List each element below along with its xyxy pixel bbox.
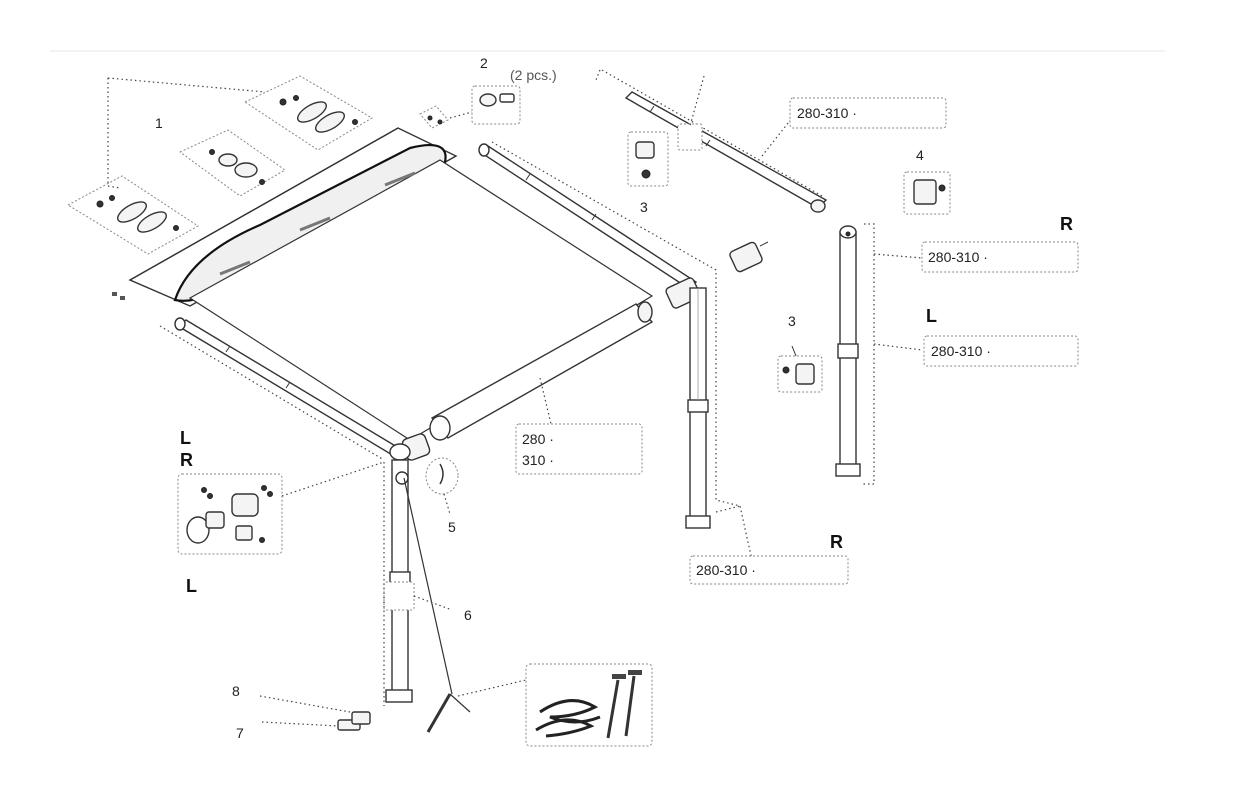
end-plug-icon [635,141,655,159]
leader-1 [107,77,266,93]
front-left-leg: 6 [383,433,472,706]
callout-3-upper: 3 [640,199,648,215]
bracket-plate-icon [96,95,358,233]
cap-icon [479,93,497,107]
callout-3-lower: 3 [788,313,796,329]
right-leg-l-dim: 280-310 · [931,343,991,359]
stake-icon [606,679,620,739]
side-label-r-bottom: R [830,532,843,552]
roller-dim-a: 280 · [522,431,554,447]
end-plug-lower-group: 3 [777,313,823,393]
mounting-brackets-group: 1 [66,75,373,255]
top-rafter-dim-box [789,97,947,129]
right-support-leg: 280-310 · 280-310 · R L [835,214,1079,485]
callout-8: 8 [232,683,240,699]
end-cap-box [471,85,521,125]
right-leg-r-dim: 280-310 · [928,249,988,265]
hinge-bracket-icon [913,179,937,205]
roller-dim-box [515,423,643,475]
callout-7: 7 [236,725,244,741]
side-label-l-left-top: L [180,428,191,448]
side-label-r-left: R [180,450,193,470]
hook-icon [439,463,444,485]
end-plug-lower-icon [795,363,815,385]
callout-6: 6 [464,607,472,623]
left-knuckle-kit: L R L [177,428,385,596]
callout-2-quantity: (2 pcs.) [510,67,557,83]
callout-5: 5 [448,519,456,535]
callout-1: 1 [155,115,163,131]
bracket-4-group: 4 [903,147,951,215]
end-cap-group: 2 (2 pcs.) [419,55,557,129]
end-plug-upper-group: 3 [627,131,669,215]
middle-rafter-arm [478,141,753,561]
front-leg-dim-box [689,555,849,585]
callout-2: 2 [480,55,488,71]
callout-4: 4 [916,147,924,163]
top-rafter-dim: 280-310 · [797,105,857,121]
front-leg-dim: 280-310 · [696,562,756,578]
middle-support-leg: 280-310 · R [685,287,849,585]
awning-canvas [112,127,654,441]
side-label-l-left-bottom: L [186,576,197,596]
foot-clips-group: 8 7 [232,683,371,741]
right-leg-l-dim-box [923,335,1079,367]
roller-dim-b: 310 · [522,452,554,468]
rope-icon [539,699,601,724]
hook-5-group: 5 [425,457,459,535]
right-leg-r-dim-box [921,241,1079,273]
side-label-l-right: L [926,306,937,326]
side-label-r-top: R [1060,214,1073,234]
front-roller-bar: 280 · 310 · [429,301,654,475]
top-right-rafter-arm: 280-310 · [595,69,947,213]
stake-rope-kit [426,663,653,747]
knuckle-joint-icon [231,493,259,517]
